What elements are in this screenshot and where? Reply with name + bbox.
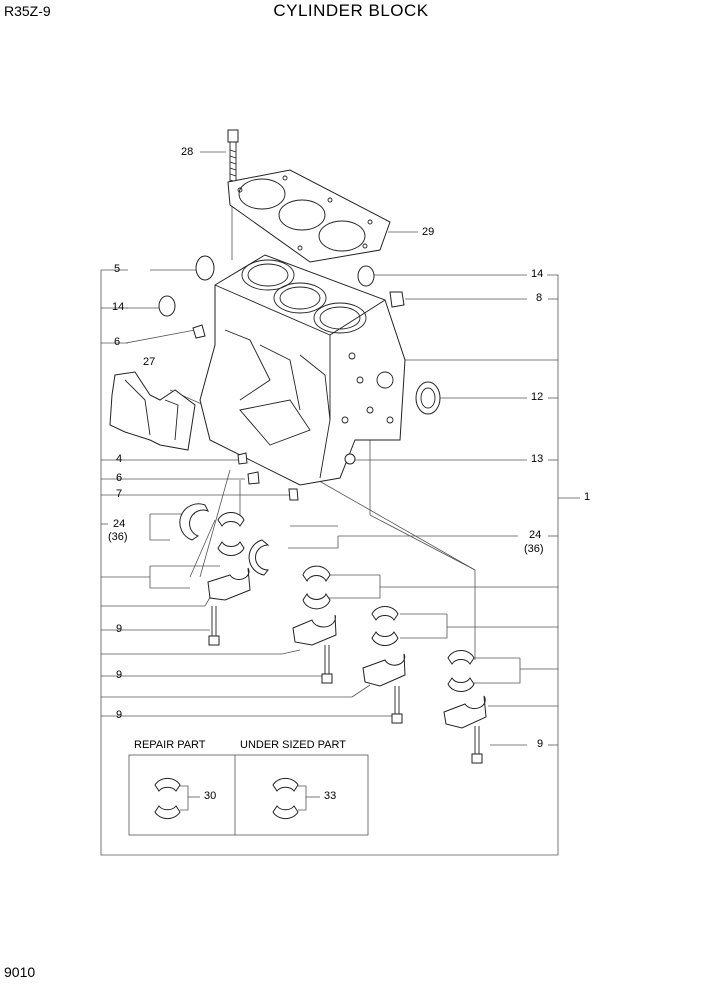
callout-14-left: 14	[112, 301, 125, 313]
callout-28: 28	[181, 146, 194, 158]
callout-29: 29	[422, 226, 435, 238]
callout-24-right: 24	[529, 529, 542, 541]
inset-box	[128, 754, 369, 836]
cylinder-block	[199, 254, 406, 486]
callout-9-b: 9	[116, 669, 123, 681]
callout-27: 27	[143, 356, 156, 368]
callout-14-right: 14	[531, 268, 544, 280]
inset-undersized-label: UNDER SIZED PART	[240, 739, 346, 751]
callout-30: 30	[204, 790, 217, 802]
frame-lines	[100, 269, 580, 856]
inset-repair-label: REPAIR PART	[134, 739, 206, 751]
model-label: R35Z-9	[4, 3, 51, 19]
callout-6-lower: 6	[116, 472, 123, 484]
callout-24-left: 24	[113, 518, 126, 530]
leader-lines	[125, 151, 527, 746]
callout-1: 1	[584, 491, 591, 503]
callout-8: 8	[536, 292, 543, 304]
head-gasket	[227, 169, 391, 263]
callout-12: 12	[531, 391, 544, 403]
callout-9-c: 9	[116, 709, 123, 721]
callout-9-d: 9	[537, 738, 544, 750]
callout-33: 33	[324, 790, 337, 802]
bearing-shells	[179, 503, 475, 692]
callout-9-a: 9	[116, 623, 123, 635]
callout-13: 13	[531, 453, 544, 465]
callout-36-right: (36)	[524, 543, 544, 555]
page-number: 9010	[4, 964, 36, 980]
callout-7: 7	[116, 488, 123, 500]
callout-6-upper: 6	[114, 336, 121, 348]
bearing-caps	[207, 567, 487, 729]
plugs	[158, 255, 441, 501]
side-cover	[109, 371, 196, 451]
callout-36-left: (36)	[108, 531, 128, 543]
callout-4: 4	[116, 453, 123, 465]
cap-bolts	[208, 606, 483, 764]
page-title: CYLINDER BLOCK	[273, 1, 429, 20]
callout-5: 5	[114, 263, 121, 275]
